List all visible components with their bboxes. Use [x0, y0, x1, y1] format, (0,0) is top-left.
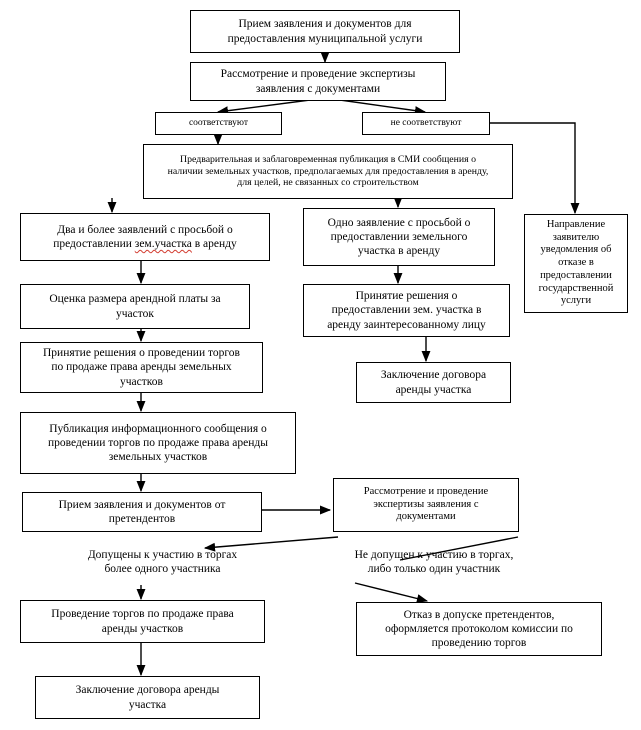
edge-label-ne-dopushen-n17 [354, 582, 429, 603]
edge-n15-label-dopusheny [203, 536, 339, 552]
node-sootvetstvuyut: соответствуют [155, 112, 282, 135]
node-otkaz-v-dopuske: Отказ в допуске претендентов,оформляется… [356, 602, 602, 656]
edge-n2-n4 [339, 99, 427, 116]
node-ne-sootvetstvuyut: не соответствуют [362, 112, 490, 135]
edge-n2-n3 [216, 99, 311, 116]
node-publikaciya-smi: Предварительная и заблаговременная публи… [143, 144, 513, 199]
node-ne-sootvetstvuyut-text: не соответствуют [390, 117, 462, 128]
label-ne-dopushen-k-uchastiyu: Не допущен к участию в торгах,либо тольк… [318, 548, 550, 577]
node-otkaz-v-dopuske-text: Отказ в допуске претендентов,оформляется… [385, 608, 573, 649]
node-sootvetstvuyut-text: соответствуют [188, 117, 249, 128]
node-publikaciya-smi-text: Предварительная и заблаговременная публи… [167, 153, 489, 189]
label-ne-dopushen-k-uchastiyu-text: Не допущен к участию в торгах,либо тольк… [354, 549, 514, 576]
